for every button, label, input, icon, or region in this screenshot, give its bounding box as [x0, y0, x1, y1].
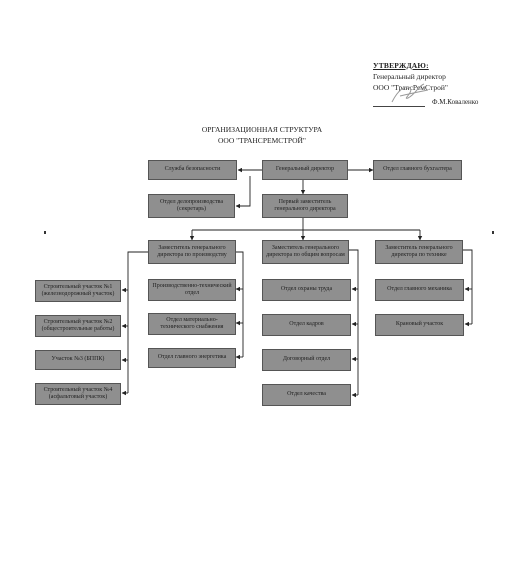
box-chief-power: Отдел главного энергетика	[148, 348, 236, 368]
approval-header: УТВЕРЖДАЮ:	[373, 61, 429, 70]
box-site-4: Строительный участок №4 (асфальтовый уча…	[35, 383, 121, 405]
box-mts: Отдел материально- технического снабжени…	[148, 313, 236, 335]
scan-speck	[492, 231, 494, 234]
box-deputy-production: Заместитель генерального директора по пр…	[148, 240, 236, 264]
box-quality: Отдел качества	[262, 384, 351, 406]
box-chief-mechanic: Отдел главного механика	[375, 279, 464, 301]
chart-title: ОРГАНИЗАЦИОННАЯ СТРУКТУРА ООО "ТРАНСРЕМС…	[0, 124, 524, 146]
box-site-1: Строительный участок №1 (железнодорожный…	[35, 280, 121, 302]
box-deputy-engineering: Заместитель генерального директора по те…	[375, 240, 463, 264]
box-crane: Крановый участок	[375, 314, 464, 336]
chart-title-line2: ООО "ТРАНСРЕМСТРОЙ"	[218, 136, 306, 145]
box-deputy-general: Заместитель генерального директора по об…	[262, 240, 349, 264]
signature-line	[373, 106, 425, 107]
box-hr: Отдел кадров	[262, 314, 351, 336]
box-site-2: Строительный участок №2 (общестроительны…	[35, 315, 121, 337]
box-security: Служба безопасности	[148, 160, 237, 180]
box-first-deputy: Первый заместитель генерального директор…	[262, 194, 348, 218]
box-labor-protection: Отдел охраны труда	[262, 279, 351, 301]
box-records: Отдел делопроизводства (секретарь)	[148, 194, 235, 218]
approval-company: ООО "ТрансРемСтрой"	[373, 83, 448, 92]
chart-title-line1: ОРГАНИЗАЦИОННАЯ СТРУКТУРА	[201, 125, 323, 134]
box-pto: Производственно-технический отдел	[148, 279, 236, 301]
scan-speck	[44, 231, 46, 234]
box-ceo: Генеральный директор	[262, 160, 348, 180]
box-site-3: Участок №3 (БППК)	[35, 350, 121, 370]
box-chief-accountant: Отдел главного бухгалтера	[373, 160, 462, 180]
box-contracts: Договорный отдел	[262, 349, 351, 371]
approval-position: Генеральный директор	[373, 72, 446, 81]
approval-block: УТВЕРЖДАЮ: Генеральный директор ООО "Тра…	[373, 60, 448, 93]
signature-icon	[391, 83, 429, 103]
approval-signer: Ф.М.Коваленко	[432, 98, 479, 106]
